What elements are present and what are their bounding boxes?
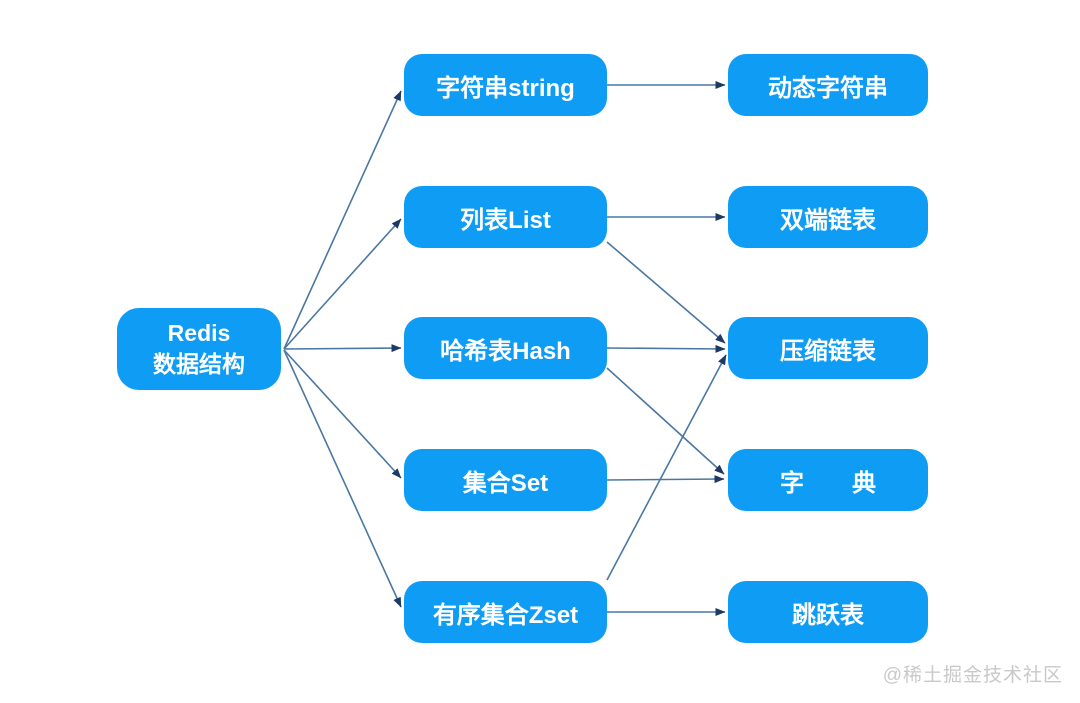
node-zset: 有序集合Zset [404,581,607,643]
node-double-ended-linked-list-label: 双端链表 [780,206,876,234]
node-double-ended-linked-list: 双端链表 [728,186,928,248]
edge-redis-to-list [283,218,402,350]
edge-hash-to-dict [606,367,725,475]
edge-redis-to-zset [283,349,402,608]
node-dynamic-string: 动态字符串 [728,54,928,116]
node-redis-root: Redis 数据结构 [117,308,281,390]
node-redis-root-subtitle: 数据结构 [153,351,245,377]
node-dynamic-string-label: 动态字符串 [768,74,888,102]
edge-redis-to-set [283,349,402,479]
edge-hash-to-ziplist [606,344,726,353]
node-list: 列表List [404,186,607,248]
node-skiplist-label: 跳跃表 [792,601,864,629]
node-zset-label: 有序集合Zset [432,601,579,629]
node-hash: 哈希表Hash [404,317,607,379]
edge-set-to-dict [606,475,725,484]
node-skiplist: 跳跃表 [728,581,928,643]
node-set-label: 集合Set [462,469,549,497]
edge-list-to-ziplist [606,241,726,344]
node-string: 字符串string [404,54,607,116]
edge-zset-to-ziplist [606,354,727,581]
watermark-text: @稀土掘金技术社区 [882,665,1063,686]
node-set: 集合Set [404,449,607,511]
node-list-label: 列表List [460,206,551,234]
node-string-label: 字符串string [436,74,575,102]
edge-redis-to-string [283,90,402,350]
node-dict-label: 字 典 [780,469,876,497]
node-ziplist: 压缩链表 [728,317,928,379]
node-hash-label: 哈希表Hash [440,337,571,365]
node-ziplist-label: 压缩链表 [780,337,876,365]
node-dict: 字 典 [728,449,928,511]
node-redis-root-title: Redis [167,319,231,346]
edge-redis-to-hash [283,344,402,353]
